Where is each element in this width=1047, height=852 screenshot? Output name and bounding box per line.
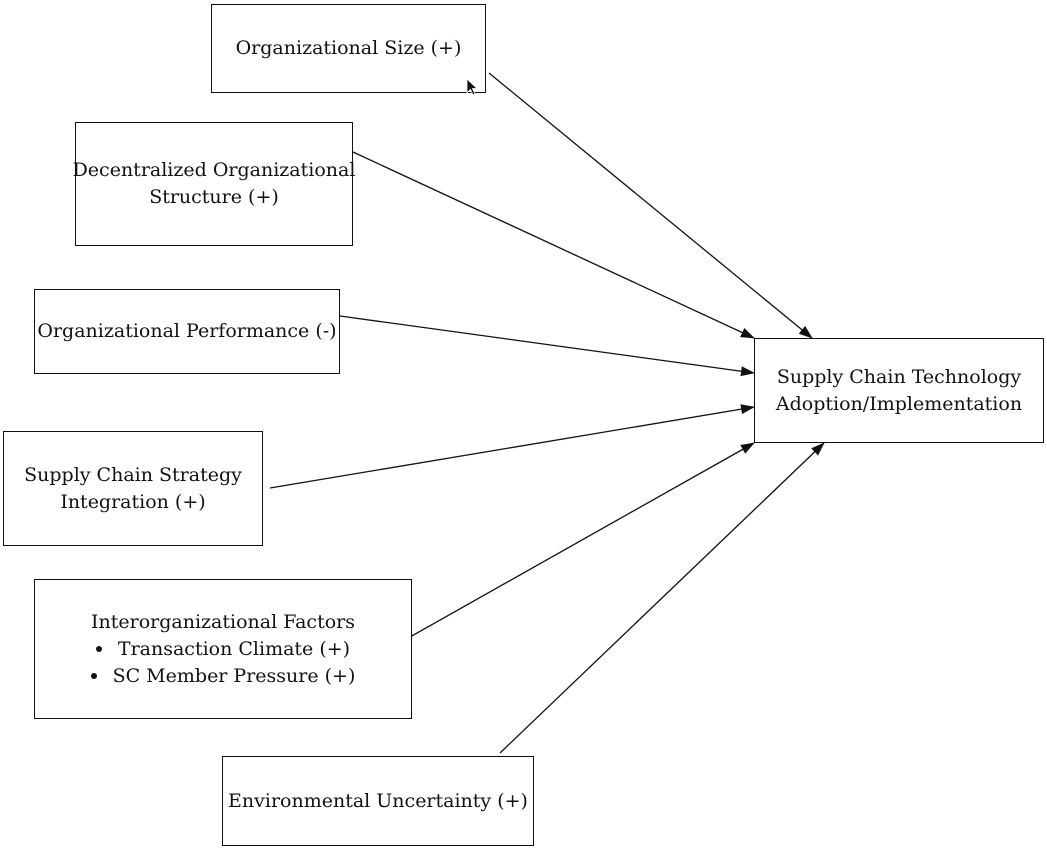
arrow-interorg	[409, 442, 755, 638]
box-decentralized-structure: Decentralized Organizational Structure (…	[72, 122, 356, 246]
box-environmental-uncertainty: Environmental Uncertainty (+)	[222, 756, 534, 846]
bullet-item-sc-member-pressure: SC Member Pressure (+)	[90, 663, 356, 690]
box-supply-chain-strategy: Supply Chain Strategy Integration (+)	[3, 431, 263, 546]
box-supply-chain-technology-adoption: Supply Chain Technology Adoption/Impleme…	[754, 338, 1044, 443]
arrow-performance	[339, 315, 755, 377]
label-interorganizational-title: Interorganizational Factors	[91, 610, 355, 633]
label-decentralized-line1: Decentralized Organizational	[72, 159, 356, 181]
label-organizational-size: Organizational Size (+)	[235, 37, 462, 59]
label-organizational-performance: Organizational Performance (-)	[37, 320, 337, 342]
arrow-environment	[499, 442, 825, 754]
box-organizational-performance: Organizational Performance (-)	[34, 289, 340, 374]
label-strategy-line2: Integration (+)	[60, 490, 206, 513]
label-sc-member-pressure: SC Member Pressure (+)	[112, 664, 356, 687]
box-organizational-size: Organizational Size (+)	[211, 4, 486, 93]
label-strategy-line1: Supply Chain Strategy	[24, 463, 242, 486]
arrow-decentralized	[352, 151, 755, 339]
interorganizational-bullet-list: Transaction Climate (+) SC Member Pressu…	[90, 636, 356, 690]
bullet-icon	[95, 645, 102, 652]
label-target-line1: Supply Chain Technology	[776, 365, 1022, 388]
arrow-org-size	[488, 72, 813, 339]
label-environmental-uncertainty: Environmental Uncertainty (+)	[228, 789, 528, 812]
arrow-strategy	[269, 404, 755, 489]
mouse-pointer-icon	[466, 78, 478, 96]
label-transaction-climate: Transaction Climate (+)	[117, 637, 351, 660]
label-decentralized-line2: Structure (+)	[149, 186, 279, 208]
bullet-icon	[90, 672, 97, 679]
box-interorganizational-factors: Interorganizational Factors Transaction …	[34, 579, 412, 719]
bullet-item-transaction-climate: Transaction Climate (+)	[91, 636, 356, 663]
label-target-line2: Adoption/Implementation	[775, 392, 1023, 415]
